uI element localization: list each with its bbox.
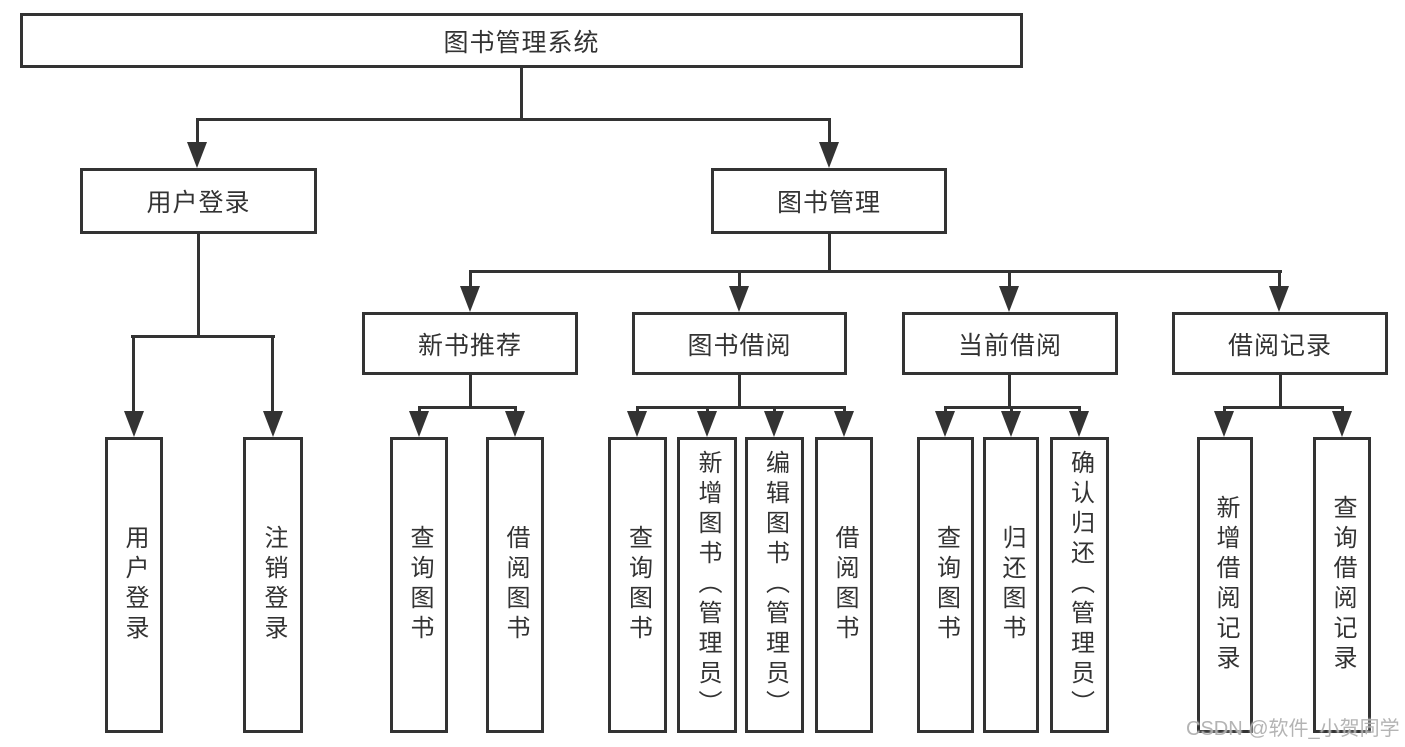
node-current-borrow: 当前借阅 xyxy=(902,312,1118,375)
arrowhead-nb-query xyxy=(409,411,429,437)
leaf-cb-return-books-label: 归还图书 xyxy=(998,525,1025,645)
connector-to-cb-confirm xyxy=(1078,406,1081,413)
leaf-cb-query-books-label: 查询图书 xyxy=(932,525,960,645)
node-user-login: 用户登录 xyxy=(80,168,317,234)
leaf-bb-query-books: 查询图书 xyxy=(608,437,667,733)
connector-root-to-user-login xyxy=(196,118,199,146)
connector-book-mgmt-split xyxy=(469,270,1282,273)
connector-book-mgmt-stem xyxy=(828,234,831,272)
node-new-book-rec-label: 新书推荐 xyxy=(417,331,522,360)
leaf-bb-edit-books-admin-label: 编辑图书（管理员） xyxy=(761,450,789,720)
connector-to-bb-borrow xyxy=(843,406,846,413)
node-book-borrow: 图书借阅 xyxy=(632,312,847,375)
leaf-br-add-record-label: 新增借阅记录 xyxy=(1212,495,1239,675)
node-book-mgmt-label: 图书管理 xyxy=(776,189,881,217)
arrowhead-user-login xyxy=(187,142,207,168)
leaf-cb-confirm-return-admin: 确认归还（管理员） xyxy=(1050,437,1109,733)
connector-to-borrow-records xyxy=(1278,270,1281,288)
arrowhead-leaf-logout xyxy=(263,411,283,437)
leaf-nb-borrow-books: 借阅图书 xyxy=(486,437,544,733)
arrowhead-br-query xyxy=(1332,411,1352,437)
arrowhead-new-book-rec xyxy=(460,286,480,312)
connector-to-br-add xyxy=(1223,406,1226,413)
connector-book-borrow-stem xyxy=(738,375,741,408)
leaf-cb-query-books: 查询图书 xyxy=(917,437,974,733)
arrowhead-nb-borrow xyxy=(505,411,525,437)
connector-user-login-stem xyxy=(197,234,200,338)
node-new-book-rec: 新书推荐 xyxy=(362,312,578,375)
arrowhead-bb-add xyxy=(697,411,717,437)
arrowhead-bb-borrow xyxy=(834,411,854,437)
arrowhead-book-mgmt xyxy=(819,142,839,168)
leaf-bb-borrow-books: 借阅图书 xyxy=(815,437,873,733)
arrowhead-borrow-records xyxy=(1269,286,1289,312)
leaf-br-add-record: 新增借阅记录 xyxy=(1197,437,1253,733)
node-root-label: 图书管理系统 xyxy=(443,28,600,57)
connector-root-split xyxy=(196,118,831,121)
leaf-bb-add-books-admin-label: 新增图书（管理员） xyxy=(694,450,721,720)
arrowhead-bb-edit xyxy=(764,411,784,437)
connector-to-bb-edit xyxy=(773,406,776,413)
connector-book-borrow-split xyxy=(636,406,846,409)
connector-to-new-book-rec xyxy=(469,270,472,288)
csdn-watermark: CSDN @软件_小贺同学 xyxy=(1186,718,1400,740)
leaf-user-login: 用户登录 xyxy=(105,437,163,733)
leaf-user-login-label: 用户登录 xyxy=(121,525,148,645)
leaf-logout-label: 注销登录 xyxy=(260,525,287,645)
connector-to-nb-borrow xyxy=(514,406,517,413)
leaf-nb-borrow-books-label: 借阅图书 xyxy=(502,525,529,645)
connector-to-cb-return xyxy=(1010,406,1013,413)
connector-user-login-split xyxy=(131,335,275,338)
arrowhead-br-add xyxy=(1214,411,1234,437)
connector-to-current-borrow xyxy=(1008,270,1011,288)
connector-to-cb-query xyxy=(944,406,947,413)
connector-root-stem xyxy=(520,68,523,118)
leaf-br-query-record-label: 查询借阅记录 xyxy=(1329,495,1356,675)
connector-borrow-records-split xyxy=(1223,406,1344,409)
node-root: 图书管理系统 xyxy=(20,13,1023,68)
connector-to-book-borrow xyxy=(738,270,741,288)
node-current-borrow-label: 当前借阅 xyxy=(957,331,1062,360)
connector-new-book-rec-stem xyxy=(469,375,472,408)
connector-root-to-book-mgmt xyxy=(828,118,831,146)
leaf-cb-return-books: 归还图书 xyxy=(983,437,1039,733)
connector-borrow-records-stem xyxy=(1279,375,1282,408)
connector-to-leaf-logout xyxy=(271,335,274,413)
connector-to-nb-query xyxy=(418,406,421,413)
leaf-cb-confirm-return-admin-label: 确认归还（管理员） xyxy=(1066,450,1094,720)
arrowhead-leaf-login xyxy=(124,411,144,437)
leaf-bb-edit-books-admin: 编辑图书（管理员） xyxy=(745,437,804,733)
arrowhead-cb-confirm xyxy=(1069,411,1089,437)
arrowhead-bb-query xyxy=(627,411,647,437)
arrowhead-cb-query xyxy=(935,411,955,437)
leaf-nb-query-books: 查询图书 xyxy=(390,437,448,733)
node-book-mgmt: 图书管理 xyxy=(711,168,947,234)
connector-new-book-rec-split xyxy=(418,406,517,409)
connector-to-bb-query xyxy=(636,406,639,413)
connector-to-leaf-login xyxy=(132,335,135,413)
arrowhead-cb-return xyxy=(1001,411,1021,437)
leaf-logout: 注销登录 xyxy=(243,437,303,733)
leaf-bb-query-books-label: 查询图书 xyxy=(624,525,652,645)
leaf-bb-borrow-books-label: 借阅图书 xyxy=(831,525,858,645)
arrowhead-book-borrow xyxy=(729,286,749,312)
node-book-borrow-label: 图书借阅 xyxy=(687,331,792,360)
connector-current-borrow-stem xyxy=(1008,375,1011,408)
node-borrow-records-label: 借阅记录 xyxy=(1227,331,1332,360)
arrowhead-current-borrow xyxy=(999,286,1019,312)
leaf-br-query-record: 查询借阅记录 xyxy=(1313,437,1371,733)
node-user-login-label: 用户登录 xyxy=(146,189,251,217)
leaf-bb-add-books-admin: 新增图书（管理员） xyxy=(677,437,737,733)
leaf-nb-query-books-label: 查询图书 xyxy=(406,525,433,645)
connector-to-bb-add xyxy=(706,406,709,413)
node-borrow-records: 借阅记录 xyxy=(1172,312,1388,375)
connector-to-br-query xyxy=(1341,406,1344,413)
